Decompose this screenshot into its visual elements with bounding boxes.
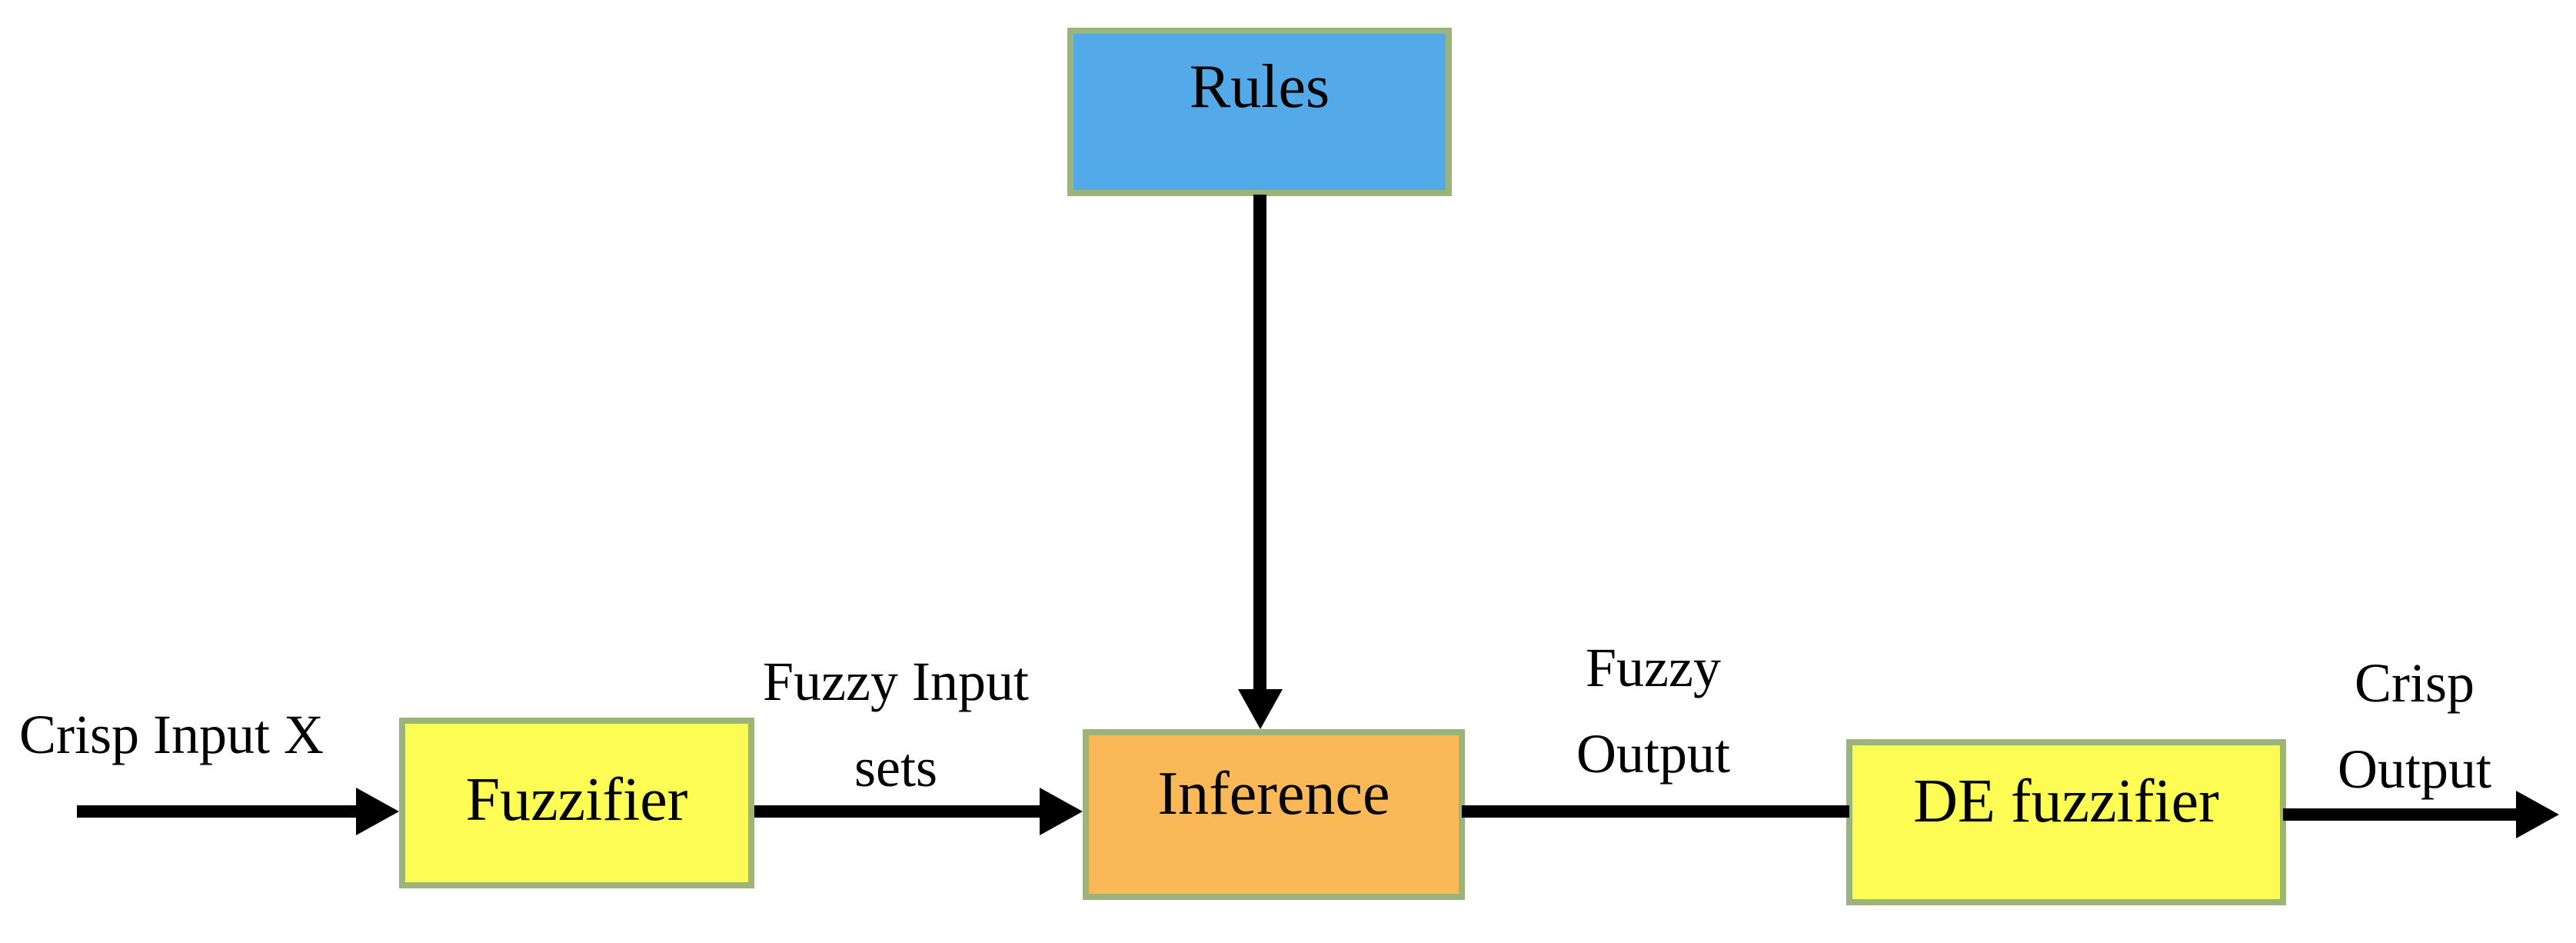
fuzzy-input-sets-label: Fuzzy Input sets	[763, 651, 1029, 798]
fuzzifier-to-inference-arrowhead-icon	[1040, 788, 1083, 835]
rules-box-label: Rules	[1189, 53, 1330, 121]
inference-to-defuzzifier-connector	[1462, 805, 1849, 818]
fuzzifier-box: Fuzzifier	[399, 718, 754, 888]
rules-box: Rules	[1067, 28, 1452, 196]
rules-to-inference-arrowhead-icon	[1238, 689, 1283, 729]
rules-to-inference-arrow-shaft	[1253, 195, 1266, 693]
fuzzifier-to-inference-arrow-shaft	[754, 805, 1042, 818]
crisp-output-arrow-shaft	[2283, 808, 2518, 821]
inference-box-label: Inference	[1157, 759, 1390, 828]
inference-box: Inference	[1083, 729, 1465, 900]
crisp-output-label: Crisp Output	[2337, 652, 2491, 800]
crisp-output-arrowhead-icon	[2516, 791, 2559, 838]
defuzzifier-box: DE fuzzifier	[1846, 739, 2286, 905]
fuzzifier-box-label: Fuzzifier	[465, 766, 688, 834]
crisp-input-arrow-shaft	[77, 805, 358, 818]
crisp-input-arrowhead-icon	[356, 788, 399, 835]
crisp-input-label: Crisp Input X	[19, 704, 324, 765]
fuzzy-output-label: Fuzzy Output	[1576, 637, 1730, 785]
defuzzifier-box-label: DE fuzzifier	[1913, 767, 2219, 835]
